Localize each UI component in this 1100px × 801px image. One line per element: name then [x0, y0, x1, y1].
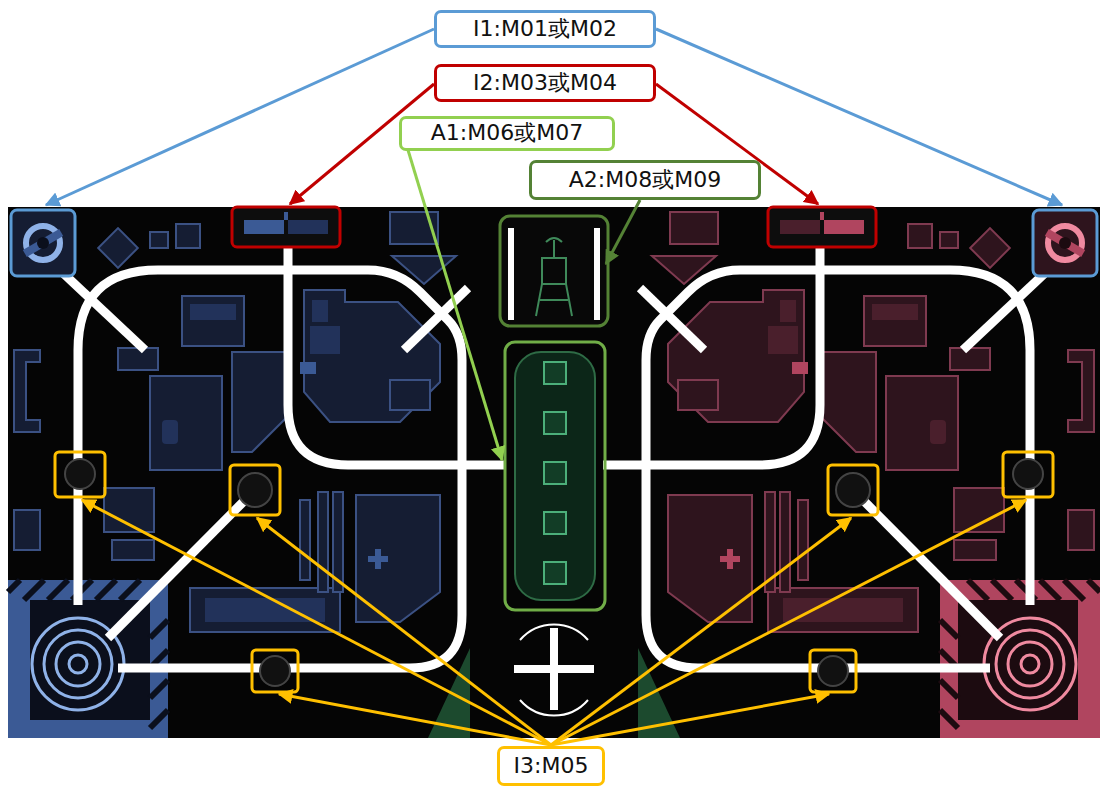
red-half [603, 207, 1100, 738]
callout-box: I1:M01或M02 [434, 10, 656, 48]
callout-box: I2:M03或M04 [434, 64, 656, 102]
callout-label: A1:M06或M07 [431, 120, 583, 146]
callout-label: I3:M05 [514, 753, 589, 779]
callout-box: A1:M06或M07 [399, 116, 615, 151]
callout-box: I3:M05 [497, 746, 605, 786]
centre-zone [428, 216, 680, 738]
callout-label: I2:M03或M04 [473, 70, 617, 96]
callout-label: A2:M08或M09 [569, 167, 721, 193]
callout-label: I1:M01或M02 [473, 16, 617, 42]
callout-box: A2:M08或M09 [529, 160, 761, 200]
blue-half [8, 207, 505, 738]
